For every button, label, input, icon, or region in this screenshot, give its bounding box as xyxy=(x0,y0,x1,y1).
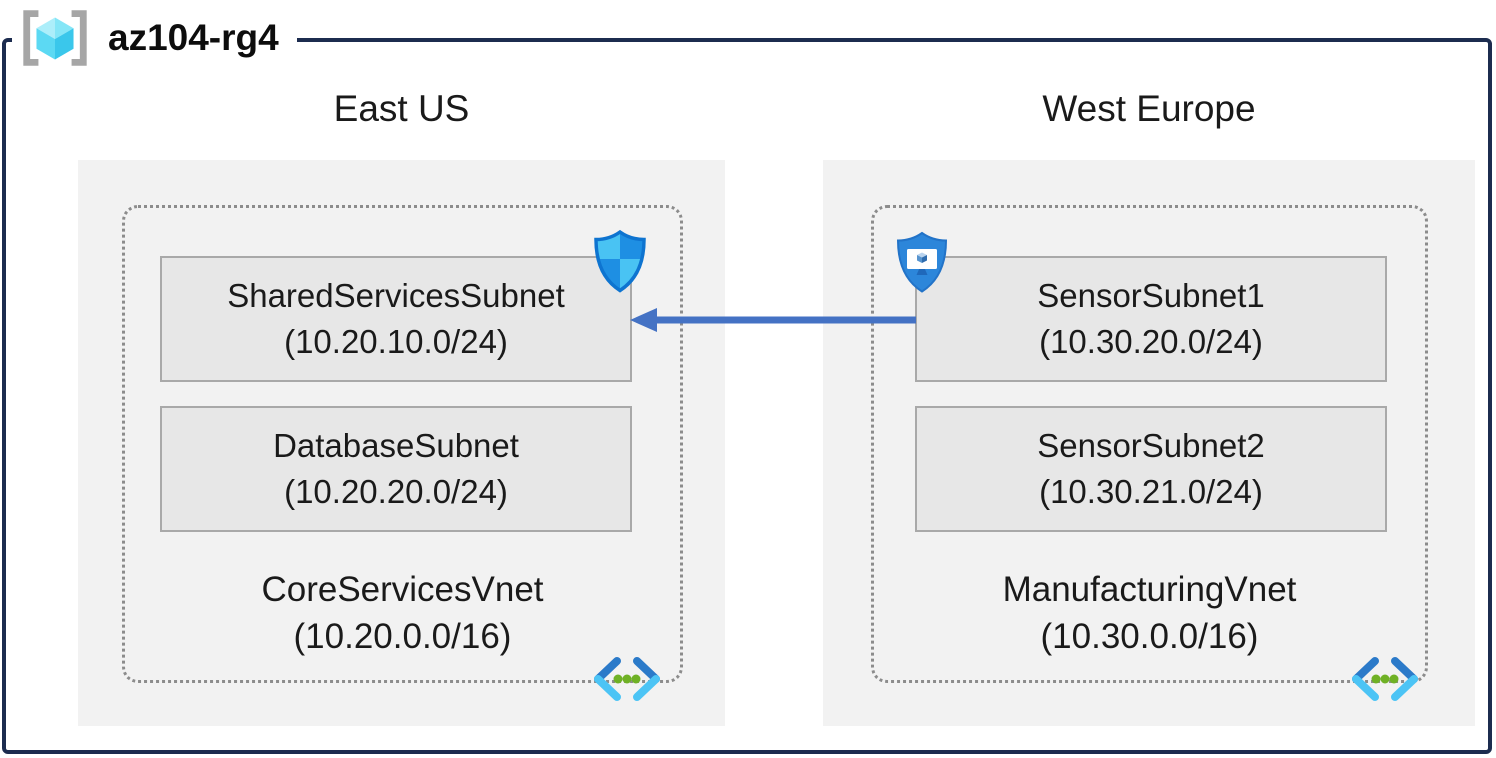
region-label-east-us: East US xyxy=(333,88,470,129)
subnet-name: SharedServicesSubnet xyxy=(227,277,565,314)
resource-group-legend: az104-rg4 xyxy=(12,2,297,74)
vnet-name: CoreServicesVnet xyxy=(261,570,544,609)
subnet-name: SensorSubnet2 xyxy=(1037,427,1265,464)
resource-group-box xyxy=(2,38,1492,754)
subnet-sharedservicessubnet: SharedServicesSubnet (10.20.10.0/24) xyxy=(160,256,632,382)
vnet-boundary-manufacturingvnet xyxy=(871,205,1428,683)
subnet-name: SensorSubnet1 xyxy=(1037,277,1265,314)
subnet-cidr: (10.30.21.0/24) xyxy=(1039,473,1263,510)
subnet-databasesubnet: DatabaseSubnet (10.20.20.0/24) xyxy=(160,406,632,532)
virtual-network-icon xyxy=(594,657,660,701)
subnet-cidr: (10.30.20.0/24) xyxy=(1039,323,1263,360)
vnet-label-manufacturingvnet: ManufacturingVnet (10.30.0.0/16) xyxy=(871,566,1428,666)
vnet-cidr: (10.30.0.0/16) xyxy=(1040,617,1259,656)
subnet-cidr: (10.20.10.0/24) xyxy=(284,323,508,360)
resource-group-name: az104-rg4 xyxy=(108,17,279,58)
subnet-sensorsubnet1: SensorSubnet1 (10.30.20.0/24) xyxy=(915,256,1387,382)
subnet-cidr: (10.20.20.0/24) xyxy=(284,473,508,510)
subnet-name: DatabaseSubnet xyxy=(273,427,519,464)
vnet-cidr: (10.20.0.0/16) xyxy=(293,617,512,656)
network-security-group-shield-icon xyxy=(594,229,646,293)
subnet-sensorsubnet2: SensorSubnet2 (10.30.21.0/24) xyxy=(915,406,1387,532)
vnet-name: ManufacturingVnet xyxy=(1002,570,1297,609)
application-security-group-shield-monitor-icon xyxy=(896,231,948,293)
virtual-network-icon xyxy=(1352,657,1418,701)
region-label-west-europe: West Europe xyxy=(1042,88,1256,129)
resource-group-icon xyxy=(23,10,87,66)
vnet-boundary-coreservicesvnet xyxy=(122,205,683,683)
vnet-label-coreservicesvnet: CoreServicesVnet (10.20.0.0/16) xyxy=(122,566,683,666)
